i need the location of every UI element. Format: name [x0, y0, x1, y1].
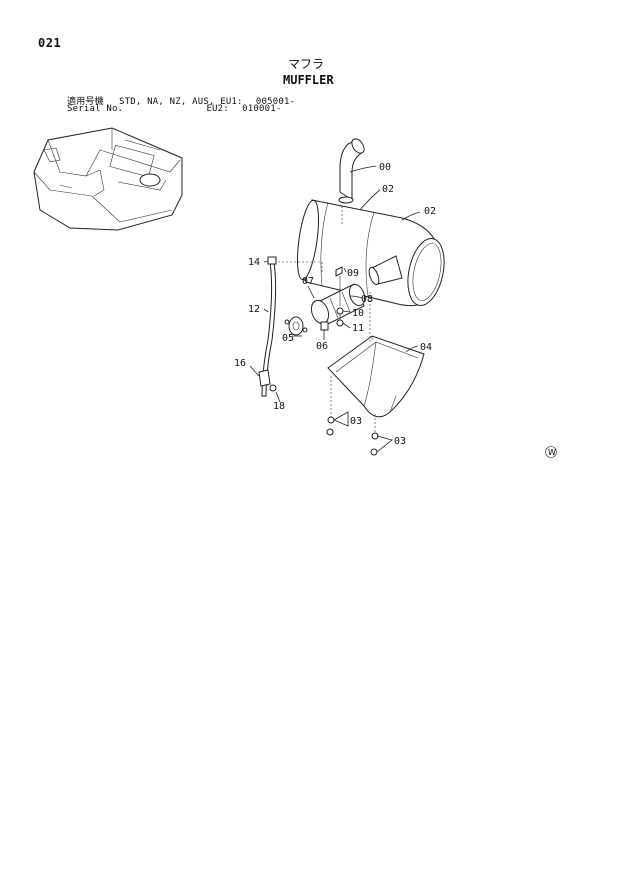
excavator-overview-icon [33, 127, 183, 231]
serial-row-2: Serial No. EU2: 010001- [67, 104, 282, 114]
alignment-lines [278, 206, 371, 344]
page-title-japanese: マフラ [288, 57, 325, 71]
clamp [320, 321, 329, 331]
callout-04: 04 [420, 342, 432, 353]
muffler-body [296, 199, 445, 306]
serial-models-1: STD, NA, NZ, AUS, EU1: [119, 97, 243, 107]
callout-02-a: 02 [382, 184, 394, 195]
inlet-pipe [368, 255, 403, 286]
callout-07: 07 [302, 276, 314, 287]
callout-08: 08 [361, 294, 373, 305]
callout-02-b: 02 [424, 206, 436, 217]
heat-shield [327, 335, 425, 418]
serial-number-1: 005001- [255, 97, 296, 107]
serial-number-2: 010001- [242, 104, 282, 114]
gasket [284, 316, 308, 336]
callout-14: 14 [248, 257, 260, 268]
page-number: 021 [38, 36, 62, 50]
callout-05: 05 [282, 333, 294, 344]
watermark-letter: W [548, 448, 556, 457]
exhaust-stack [338, 138, 365, 204]
callout-06: 06 [316, 341, 328, 352]
callout-09: 09 [347, 268, 359, 279]
leader-lines [249, 165, 421, 453]
callout-16: 16 [234, 358, 246, 369]
callout-03-a: 03 [350, 416, 362, 427]
serial-models-2: EU2: [206, 104, 229, 114]
callout-12: 12 [248, 304, 260, 315]
callout-00: 00 [379, 162, 391, 173]
serial-label-en: Serial No. [67, 104, 124, 114]
callout-11: 11 [352, 323, 364, 334]
serial-row-1: 適用号機 STD, NA, NZ, AUS, EU1: 005001- [67, 94, 295, 107]
circled-w-mark-icon: W [545, 446, 557, 458]
page-title: MUFFLER [283, 73, 334, 87]
callout-10: 10 [352, 308, 364, 319]
callout-18: 18 [273, 401, 285, 412]
callout-03-b: 03 [394, 436, 406, 447]
drain-tube [258, 256, 277, 397]
bolts [335, 266, 344, 327]
flex-joint [310, 283, 366, 325]
serial-label-jp: 適用号機 [67, 97, 104, 107]
